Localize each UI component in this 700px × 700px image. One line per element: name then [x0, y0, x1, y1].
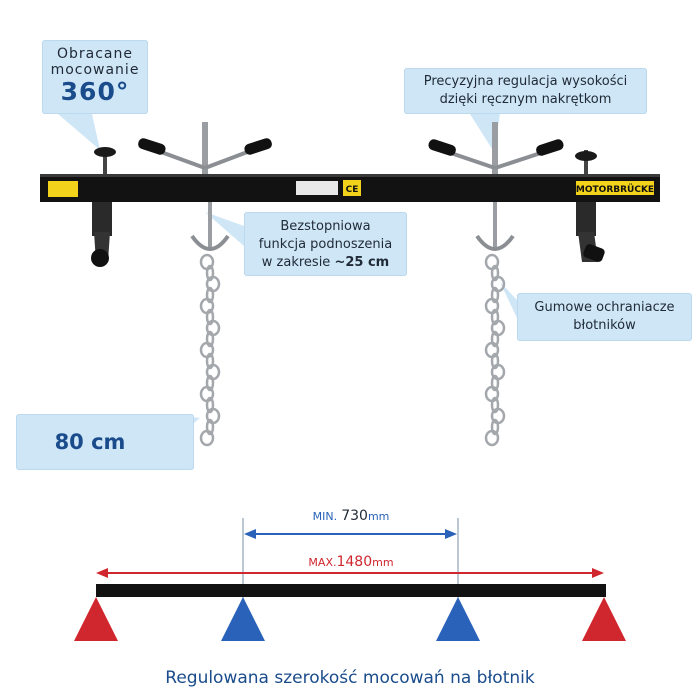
chain-link	[205, 396, 215, 414]
chain-link	[205, 330, 215, 348]
left-bracket	[91, 147, 116, 267]
ce-sticker	[343, 180, 361, 196]
chain-link	[490, 264, 500, 282]
callout-lift-line2: funkcja podnoszenia	[258, 237, 393, 252]
callout-lift-value: ~25 cm	[334, 255, 390, 270]
callout-lift-line1: Bezstopniowa	[280, 219, 371, 234]
min-label: MIN.	[312, 510, 338, 523]
right-chain-icon	[475, 202, 515, 447]
chain-link	[199, 429, 215, 447]
max-unit: mm	[372, 556, 394, 569]
min-dimension-label: MIN. 730mm	[276, 508, 426, 524]
right-handle-icon	[428, 122, 564, 180]
chain-link	[490, 286, 500, 304]
callout-lift: Bezstopniowa funkcja podnoszenia w zakre…	[244, 212, 407, 276]
load-sticker	[296, 181, 338, 195]
brand-label: MOTORBRÜCKE	[576, 184, 654, 195]
chain-link	[205, 418, 215, 436]
support-triangle-icon-blue-left	[221, 597, 265, 641]
chain-link	[490, 418, 500, 436]
chain-link	[484, 429, 500, 447]
ce-mark: CE	[346, 185, 359, 195]
caption: Regulowana szerokość mocowań na błotnik	[165, 668, 535, 688]
callout-tail-guard	[500, 282, 517, 318]
callout-rotation-value: 360°	[60, 77, 130, 106]
callout-rotation: Obracane mocowanie 360°	[42, 40, 148, 114]
min-arrow-head-right	[445, 529, 457, 539]
callout-height-line1: Precyzyjna regulacja wysokości	[423, 74, 628, 89]
max-dimension-label: MAX.1480mm	[276, 554, 426, 570]
max-arrow-head-right	[592, 568, 604, 578]
right-bracket	[575, 150, 605, 262]
support-triangle-icon-red-right	[582, 597, 626, 641]
callout-tail-lift	[205, 212, 244, 246]
chain-link	[490, 374, 500, 392]
chain-link	[205, 352, 215, 370]
chain-link	[490, 330, 500, 348]
max-label: MAX.	[308, 556, 337, 569]
diagram-beam	[96, 584, 606, 597]
callout-rotation-line1: Obracane	[56, 46, 133, 62]
chain-link	[205, 308, 215, 326]
callout-lift-prefix: w zakresie	[261, 255, 335, 270]
callout-guard: Gumowe ochraniacze błotników	[517, 293, 692, 341]
callout-lift-line3: w zakresie ~25 cm	[244, 254, 407, 272]
chain-link	[205, 374, 215, 392]
dimension-diagram	[74, 518, 626, 641]
support-triangle-icon-blue-right	[436, 597, 480, 641]
chain-link	[490, 396, 500, 414]
callout-rotation-line2: mocowanie	[50, 62, 140, 78]
brand-sticker	[576, 181, 654, 195]
callout-length: 80 cm	[16, 414, 194, 470]
left-handle-icon	[138, 122, 272, 180]
callout-height: Precyzyjna regulacja wysokości dzięki rę…	[404, 68, 647, 114]
max-value: 1480	[336, 554, 373, 570]
callout-guard-line2: błotników	[573, 318, 636, 333]
left-chain-icon	[190, 202, 230, 447]
min-value: 730	[341, 508, 368, 524]
chain-link	[205, 264, 215, 282]
chain-link	[490, 308, 500, 326]
chain-link	[205, 286, 215, 304]
max-arrow-head-left	[96, 568, 108, 578]
support-triangle-icon-red-left	[74, 597, 118, 641]
min-arrow-head-left	[244, 529, 256, 539]
callout-length-value: 80 cm	[54, 430, 126, 454]
warning-sticker	[48, 181, 78, 197]
callout-height-line2: dzięki ręcznym nakrętkom	[439, 92, 612, 107]
callout-guard-line1: Gumowe ochraniacze	[534, 300, 675, 315]
callout-tail-rotation	[58, 114, 100, 150]
chain-link	[490, 352, 500, 370]
min-unit: mm	[367, 510, 390, 523]
beam: CE MOTORBRÜCKE	[40, 174, 660, 202]
